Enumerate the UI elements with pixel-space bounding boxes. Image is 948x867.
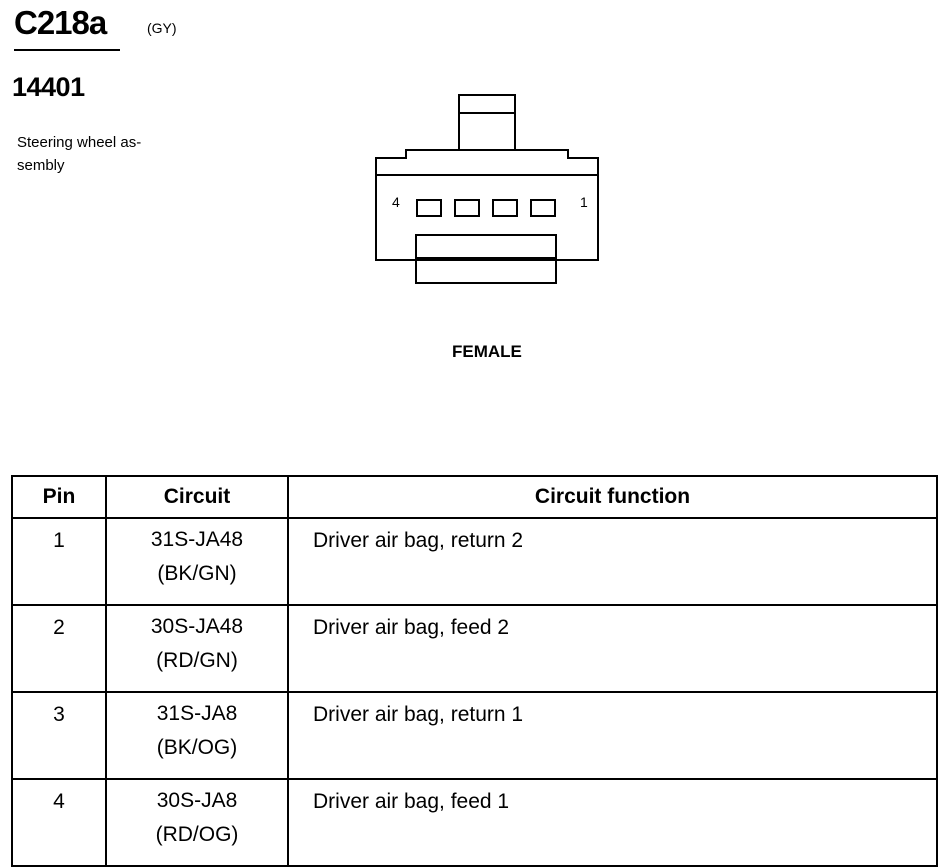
circuit-function: Driver air bag, return 1 [287,692,938,780]
terminal-cavity-pin-2 [492,199,518,217]
circuit-cell: 31S-JA48 (BK/GN) [105,518,289,606]
connector-housing [375,149,599,261]
column-header-circuit: Circuit [105,476,289,519]
circuit-cell: 30S-JA8 (RD/OG) [105,779,289,867]
connector-id: C218a [14,4,107,41]
part-description-line1: Steering wheel as- [17,134,142,151]
pin-number: 4 [11,779,107,867]
terminal-cavity-pin-1 [530,199,556,217]
wire-color: (RD/OG) [155,823,239,846]
circuit-id: 30S-JA48 [150,615,244,638]
connector-key-upper [415,234,557,259]
wire-color: (BK/GN) [157,562,237,585]
circuit-id: 31S-JA48 [150,528,244,551]
pinout-table: Pin Circuit Circuit function 1 31S-JA48 … [11,475,938,867]
wire-color: (BK/OG) [156,736,238,759]
part-description: Steering wheel as- sembly [17,131,187,177]
circuit-cell: 31S-JA8 (BK/OG) [105,692,289,780]
connector-face-diagram: 4 1 [375,94,599,284]
terminal-cavity-pin-3 [454,199,480,217]
pinout-table-header-row: Pin Circuit Circuit function [11,476,938,519]
circuit-function: Driver air bag, feed 2 [287,605,938,693]
circuit-function: Driver air bag, return 2 [287,518,938,606]
column-header-circuit-function: Circuit function [287,476,938,519]
circuit-id: 31S-JA8 [156,702,238,725]
wire-color: (RD/GN) [156,649,238,672]
connector-latch-body [458,112,516,151]
circuit-function: Driver air bag, feed 1 [287,779,938,867]
part-number: 14401 [12,72,85,102]
connector-key-lower [415,257,557,284]
pin-label-right: 1 [580,194,588,210]
part-description-line2: sembly [17,157,65,174]
connector-color: (GY) [147,20,177,36]
circuit-cell: 30S-JA48 (RD/GN) [105,605,289,693]
column-header-pin: Pin [11,476,107,519]
table-row: 2 30S-JA48 (RD/GN) Driver air bag, feed … [11,605,938,693]
terminal-cavity-pin-4 [416,199,442,217]
table-row: 1 31S-JA48 (BK/GN) Driver air bag, retur… [11,518,938,606]
pin-number: 1 [11,518,107,606]
pin-number: 2 [11,605,107,693]
pin-label-left: 4 [392,194,400,210]
pin-number: 3 [11,692,107,780]
circuit-id: 30S-JA8 [156,789,238,812]
table-row: 3 31S-JA8 (BK/OG) Driver air bag, return… [11,692,938,780]
connector-latch-top [458,94,516,114]
connector-id-underline [14,49,120,51]
connector-gender-label: FEMALE [452,342,522,361]
table-row: 4 30S-JA8 (RD/OG) Driver air bag, feed 1 [11,779,938,867]
